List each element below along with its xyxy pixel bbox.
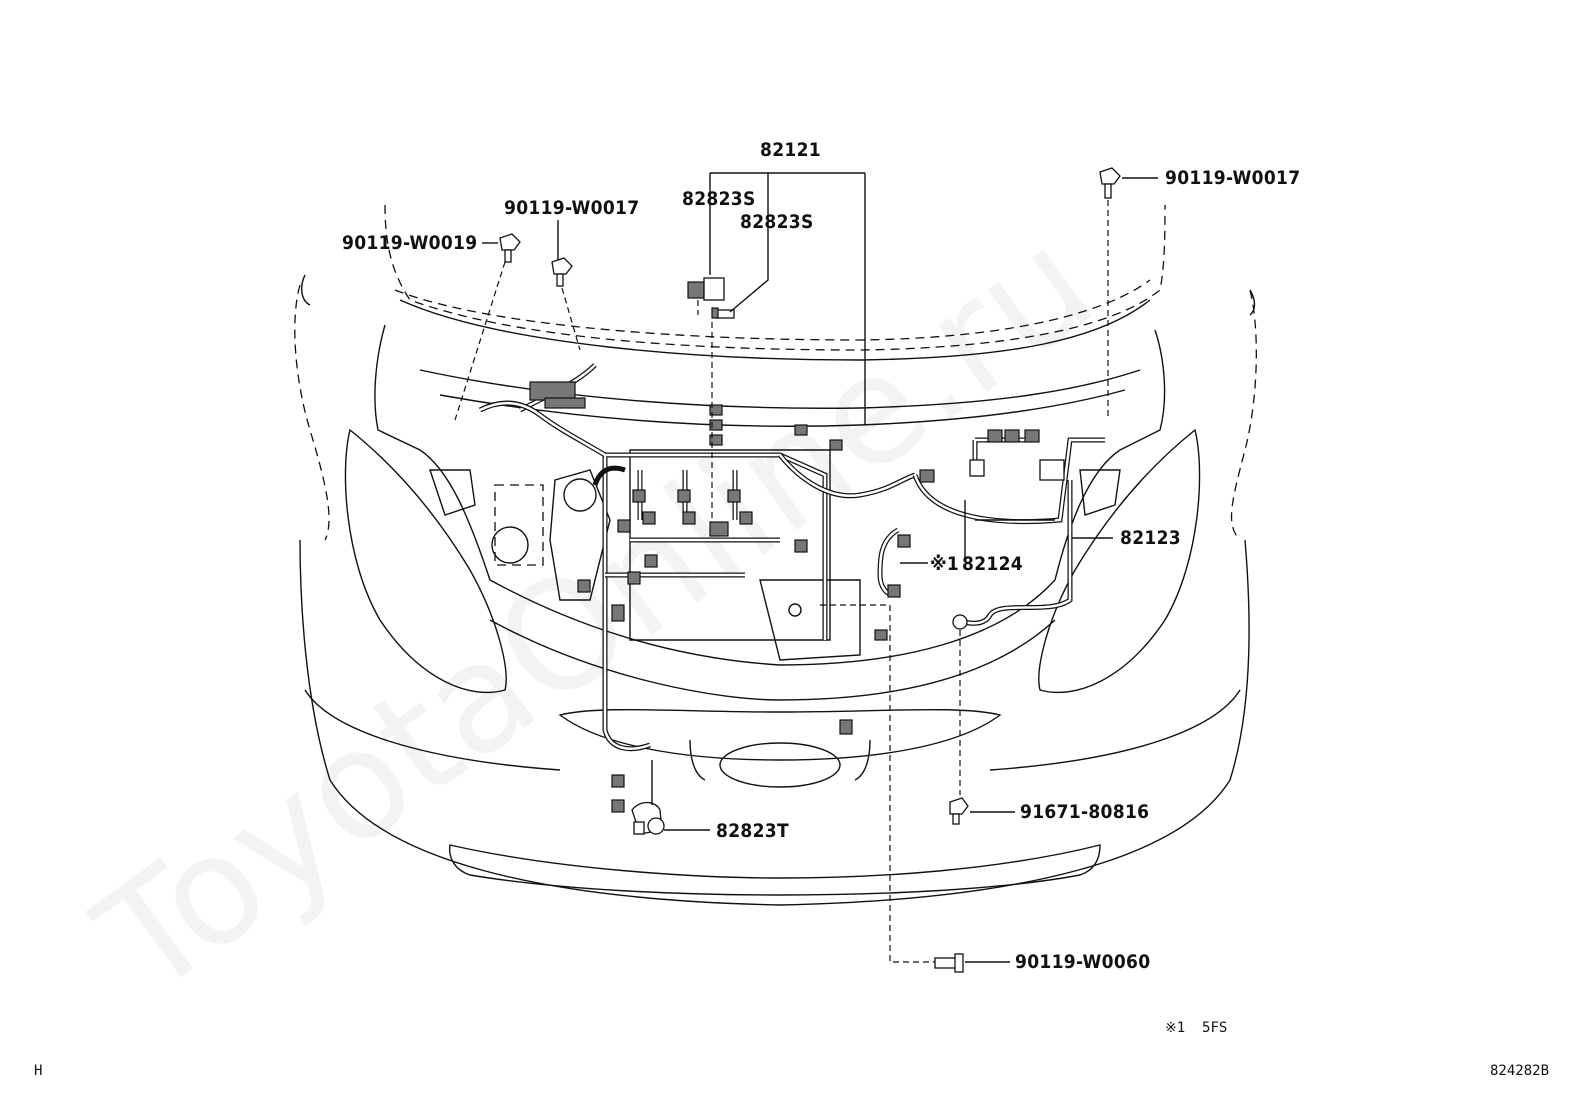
corner-code-left: H xyxy=(34,1063,42,1079)
label-82123: 82123 xyxy=(1120,527,1181,549)
label-90119-W0017-left: 90119-W0017 xyxy=(504,197,639,219)
vehicle-outline xyxy=(294,204,1257,906)
footnote: ※1 5FS xyxy=(1165,1020,1227,1036)
label-82124: 82124 xyxy=(962,553,1023,575)
label-82823S-2: 82823S xyxy=(740,211,814,233)
bolt-90119-W0017-right xyxy=(1099,167,1121,199)
harness-82121 xyxy=(478,363,916,813)
label-82823S-1: 82823S xyxy=(682,188,756,210)
leader-lines xyxy=(454,172,1158,963)
connector-82823S-1 xyxy=(687,277,725,301)
label-82823T: 82823T xyxy=(716,820,789,842)
connector-82823T xyxy=(631,801,665,835)
harness-82123 xyxy=(912,429,1105,630)
label-90119-W0060: 90119-W0060 xyxy=(1015,951,1150,973)
label-82124-mark: ※1 xyxy=(930,553,959,575)
figure-number: 824282B xyxy=(1490,1063,1549,1079)
bolt-90119-W0019 xyxy=(499,233,521,263)
engine-components xyxy=(429,449,1121,661)
connector-82823S-2 xyxy=(711,307,735,319)
label-90119-W0019: 90119-W0019 xyxy=(342,232,477,254)
bolt-91671-80816 xyxy=(949,797,969,825)
label-82121: 82121 xyxy=(760,139,821,161)
label-91671-80816: 91671-80816 xyxy=(1020,801,1149,823)
bolt-90119-W0060 xyxy=(934,953,964,973)
watermark: ToyotaOnline.ru xyxy=(68,196,1124,1029)
label-90119-W0017-right: 90119-W0017 xyxy=(1165,167,1300,189)
harness-82124 xyxy=(877,527,911,598)
bolt-90119-W0017-left xyxy=(551,257,573,287)
